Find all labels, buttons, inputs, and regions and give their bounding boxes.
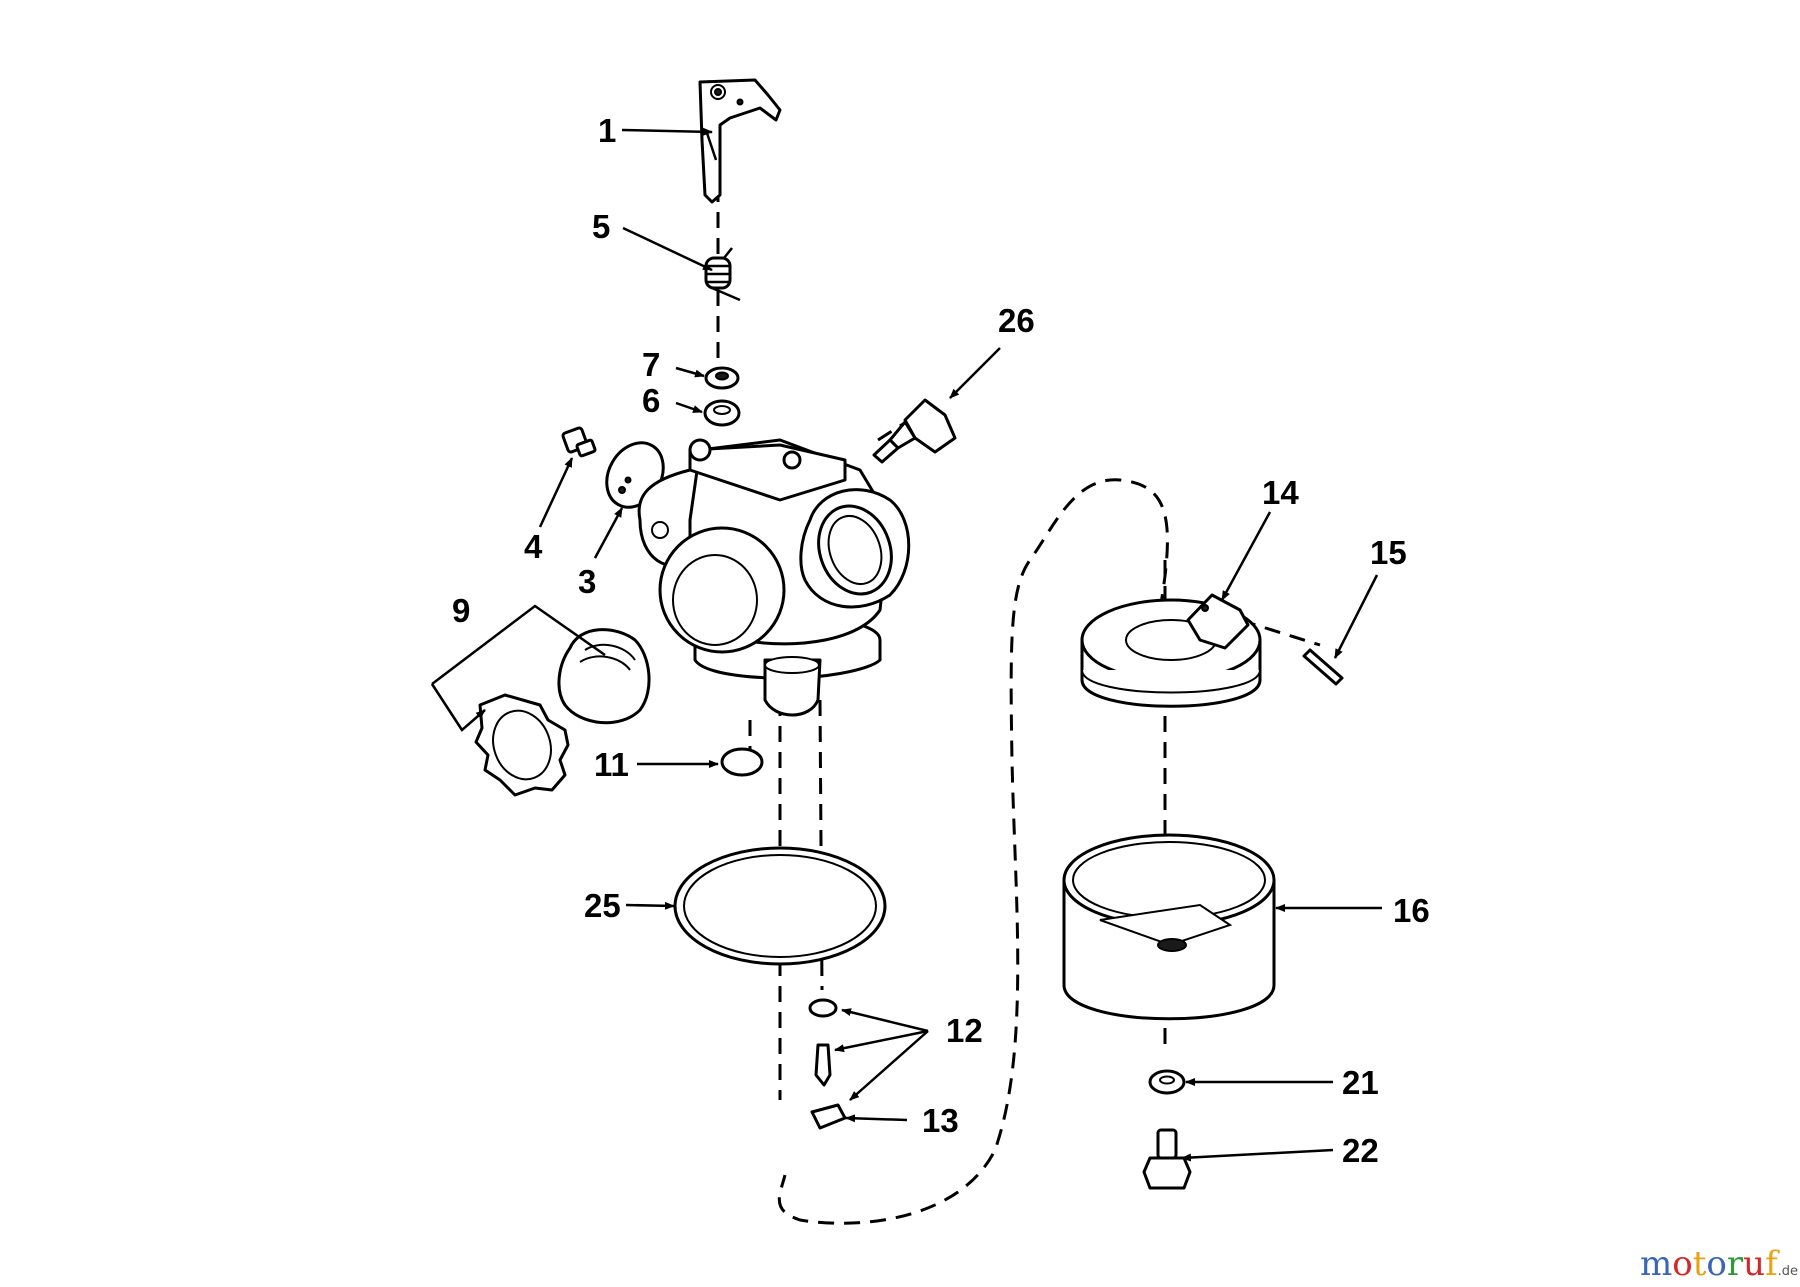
part-11-plug <box>720 747 764 777</box>
callout-14: 14 <box>1262 474 1299 511</box>
callout-9: 9 <box>452 592 470 629</box>
watermark-suffix: .de <box>1778 1264 1798 1279</box>
watermark-letter: u <box>1743 1244 1765 1284</box>
part-4-screw <box>561 426 597 458</box>
callout-numbers: 1 5 26 7 6 4 3 9 11 25 12 13 14 15 16 21… <box>452 112 1430 1169</box>
callout-15: 15 <box>1370 534 1407 571</box>
watermark-letter: f <box>1765 1244 1780 1284</box>
part-5-spring <box>704 247 741 302</box>
part-12-washer <box>808 998 838 1018</box>
part-1-lever <box>698 78 782 204</box>
part-9-primer-assembly <box>474 628 651 797</box>
watermark-text: motoruf.de <box>1640 1244 1798 1284</box>
part-21-washer <box>1148 1069 1186 1095</box>
part-25-gasket <box>673 846 887 966</box>
watermark-letter: o <box>1672 1244 1692 1284</box>
part-14-float <box>1080 593 1262 708</box>
watermark-letter: t <box>1693 1244 1707 1284</box>
carburetor-body <box>637 438 911 717</box>
watermark-letter: r <box>1727 1244 1744 1284</box>
part-12-needle <box>814 1043 832 1087</box>
callout-7: 7 <box>642 346 660 383</box>
callout-13: 13 <box>922 1102 959 1139</box>
callout-16: 16 <box>1393 892 1430 929</box>
callout-6: 6 <box>642 382 660 419</box>
callout-3: 3 <box>578 563 596 600</box>
watermark-logo: motoruf.de <box>1640 1244 1798 1284</box>
callout-22: 22 <box>1342 1132 1379 1169</box>
part-16-float-bowl <box>1062 833 1276 1021</box>
leader-lines <box>430 127 1382 1162</box>
part-26-fitting <box>872 398 957 464</box>
callout-4: 4 <box>524 528 543 565</box>
callout-5: 5 <box>592 208 610 245</box>
watermark-letter: m <box>1640 1244 1672 1284</box>
part-6-bushing <box>703 399 741 427</box>
callout-1: 1 <box>598 112 616 149</box>
callout-11: 11 <box>594 746 629 783</box>
callout-21: 21 <box>1342 1064 1379 1101</box>
watermark-letter: o <box>1706 1244 1726 1284</box>
callout-26: 26 <box>998 302 1035 339</box>
callout-25: 25 <box>584 887 621 924</box>
callout-12: 12 <box>946 1012 983 1049</box>
part-13-clip <box>810 1103 847 1130</box>
part-7-seal <box>704 366 740 390</box>
part-15-hinge-pin <box>1302 648 1344 686</box>
